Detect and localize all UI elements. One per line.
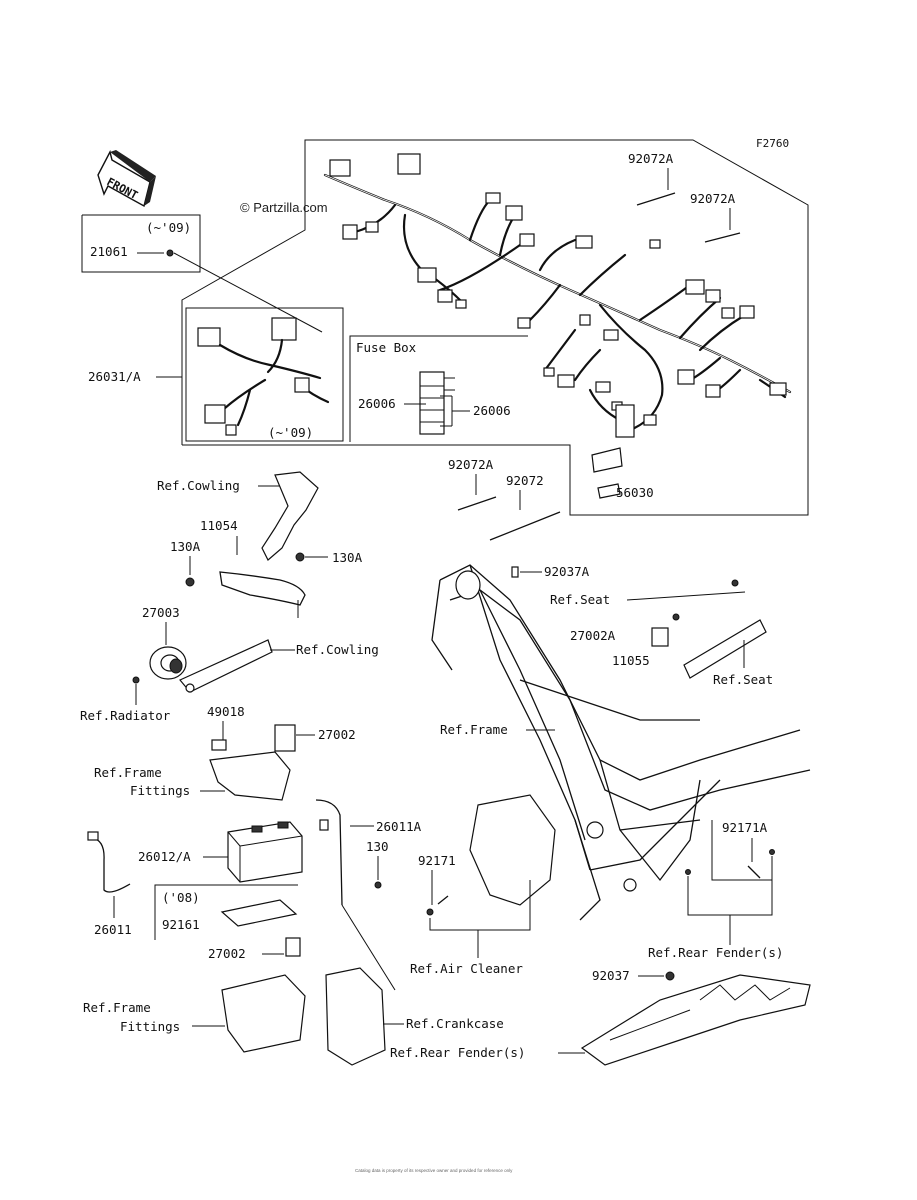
clamp-92037a <box>511 566 519 578</box>
air-cleaner-housing <box>469 794 556 906</box>
clamp-92037 <box>665 971 675 981</box>
bolt-130a-right <box>295 552 305 562</box>
label-92171: 92171 <box>418 853 456 868</box>
tie-92072a-2 <box>704 232 741 243</box>
crankcase-cover <box>325 967 386 1066</box>
label-ref-frame-fittings-2a: Ref.Frame <box>83 1000 151 1015</box>
tie-92072-mid <box>489 511 561 541</box>
rear-fender <box>580 974 811 1066</box>
inset-box-09 <box>185 307 344 442</box>
label-11055: 11055 <box>612 653 650 668</box>
label-92171a: 92171A <box>722 820 768 835</box>
cap-27002a <box>651 627 669 647</box>
cap-27002-top <box>274 724 296 752</box>
label-ref-rear-fender-2: Ref.Rear Fender(s) <box>648 945 783 960</box>
label-26012a: 26012/A <box>138 849 191 864</box>
fuse-box-title: Fuse Box <box>356 340 417 355</box>
bolt-130 <box>374 881 382 889</box>
label-92072a-top2: 92072A <box>690 191 736 206</box>
label-ref-rear-fender-1: Ref.Rear Fender(s) <box>390 1045 525 1060</box>
label-ref-frame-fittings-2b: Fittings <box>120 1019 180 1034</box>
fuse-box-outline <box>349 335 528 442</box>
wiring-harness <box>323 153 792 432</box>
battery-26012a <box>227 821 303 883</box>
label-ref-air-cleaner: Ref.Air Cleaner <box>410 961 523 976</box>
note-08: ('08) <box>162 890 200 905</box>
label-130a-right: 130A <box>332 550 363 565</box>
note-box-08 <box>154 884 298 940</box>
note-09-top: (~'09) <box>146 220 191 235</box>
harness-group-outline <box>181 139 809 516</box>
label-56030: 56030 <box>616 485 654 500</box>
clip-92171 <box>426 908 434 916</box>
label-92161: 92161 <box>162 917 200 932</box>
label-92072a-top1: 92072A <box>628 151 674 166</box>
label-49018: 49018 <box>207 704 245 719</box>
motorcycle-frame <box>431 564 811 921</box>
label-11054: 11054 <box>200 518 238 533</box>
inset-harness <box>197 317 330 436</box>
label-92072-mid: 92072 <box>506 473 544 488</box>
label-26006-right: 26006 <box>473 403 511 418</box>
label-ref-seat-2: Ref.Seat <box>713 672 773 687</box>
cable-26011 <box>91 837 131 893</box>
horn-bracket-11054 <box>219 471 319 606</box>
label-ref-cowling-1: Ref.Cowling <box>157 478 240 493</box>
clip-92171a <box>747 865 761 879</box>
relay-56030 <box>591 404 635 499</box>
note-09-inset: (~'09) <box>268 425 313 440</box>
label-ref-seat-1: Ref.Seat <box>550 592 610 607</box>
label-27002-bottom: 27002 <box>208 946 246 961</box>
watermark: © Partzilla.com <box>240 200 328 215</box>
label-92037a: 92037A <box>544 564 590 579</box>
label-ref-frame-fittings-1b: Fittings <box>130 783 190 798</box>
label-27002-top: 27002 <box>318 727 356 742</box>
bracket-11055 <box>683 619 767 679</box>
front-arrow-icon: FRONT <box>97 150 156 208</box>
screw-radiator <box>132 676 140 684</box>
label-130: 130 <box>366 839 389 854</box>
label-26011a: 26011A <box>376 819 422 834</box>
tie-92072a-mid <box>457 496 497 511</box>
battery-case-upper <box>209 751 291 801</box>
note-box-21061 <box>81 214 201 273</box>
cap-27002-bottom <box>285 937 301 957</box>
label-ref-frame-fittings-1a: Ref.Frame <box>94 765 162 780</box>
label-26031a: 26031/A <box>88 369 141 384</box>
fuse-block <box>419 371 455 435</box>
label-130a-left: 130A <box>170 539 201 554</box>
horn-stay <box>179 639 273 693</box>
horn-27003 <box>149 646 187 680</box>
label-92072a-mid: 92072A <box>448 457 494 472</box>
bolt-130a-left <box>185 577 195 587</box>
battery-case-lower <box>221 974 306 1053</box>
label-ref-cowling-2: Ref.Cowling <box>296 642 379 657</box>
label-21061: 21061 <box>90 244 128 259</box>
label-92037: 92037 <box>592 968 630 983</box>
label-27003: 27003 <box>142 605 180 620</box>
label-27002a: 27002A <box>570 628 616 643</box>
figure-code: F2760 <box>756 137 789 150</box>
label-ref-radiator: Ref.Radiator <box>80 708 171 723</box>
cable-26011a <box>315 799 343 906</box>
cover-49018 <box>211 739 227 751</box>
tie-92072a-1 <box>636 192 676 206</box>
label-ref-frame: Ref.Frame <box>440 722 508 737</box>
footer-fineprint: Catalog data is property of its respecti… <box>355 1168 513 1173</box>
label-ref-crankcase: Ref.Crankcase <box>406 1016 504 1031</box>
pad-92161 <box>220 899 298 927</box>
label-26006-left: 26006 <box>358 396 396 411</box>
clip-21061 <box>166 249 174 257</box>
label-26011: 26011 <box>94 922 132 937</box>
